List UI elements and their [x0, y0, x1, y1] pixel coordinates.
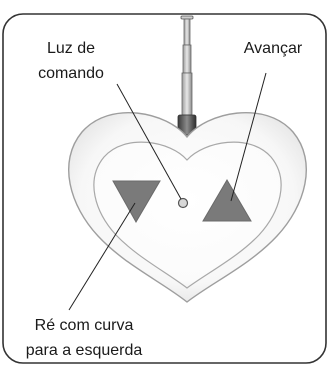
heart-inner-icon	[93, 141, 282, 289]
indicator-label-line2: comando	[38, 65, 104, 82]
reverse-label-line1: Ré com curva	[35, 317, 134, 334]
indicator-leader-line	[116, 83, 182, 200]
forward-leader-line	[230, 72, 267, 202]
indicator-light-icon	[177, 197, 189, 209]
indicator-label-line1: Luz de	[47, 40, 95, 57]
reverse-label-line2: para a esquerda	[26, 342, 143, 359]
antenna-icon	[177, 15, 197, 136]
reverse-left-button[interactable]	[112, 180, 161, 224]
reverse-leader-line	[68, 202, 136, 311]
forward-button[interactable]	[202, 179, 252, 222]
forward-label: Avançar	[244, 40, 303, 57]
